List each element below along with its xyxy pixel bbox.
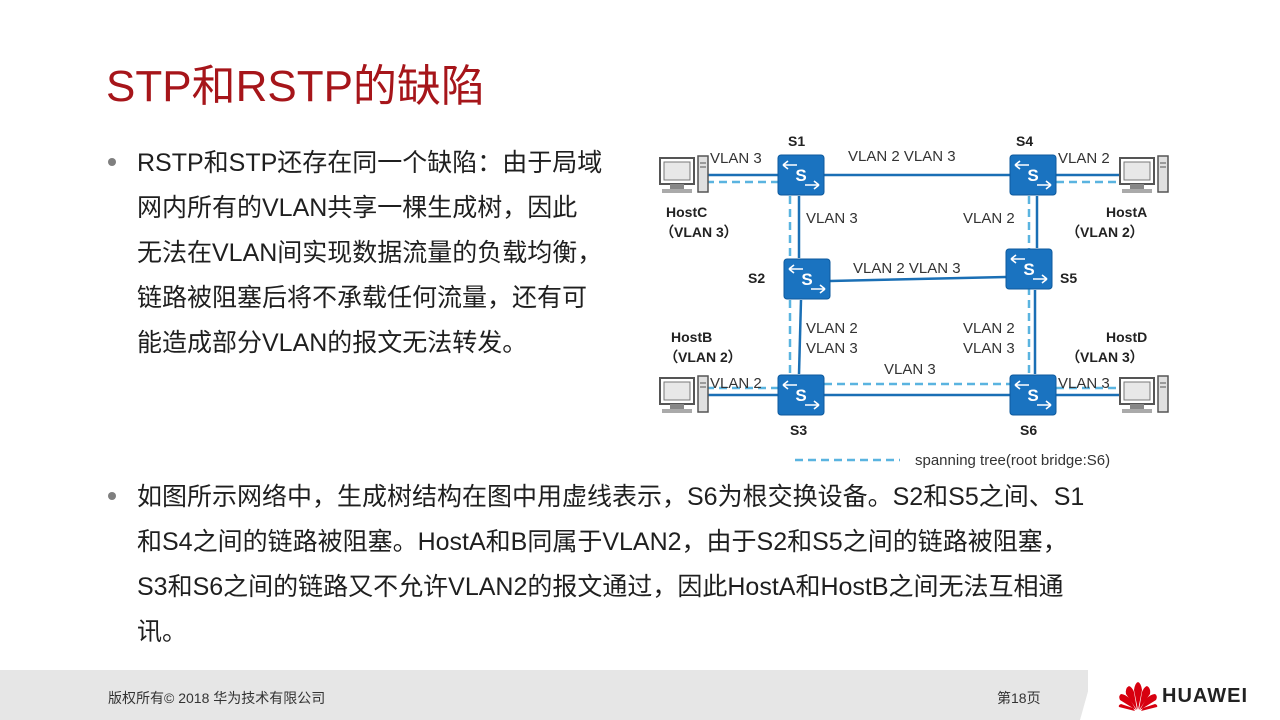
link-label: VLAN 3: [1058, 375, 1110, 392]
host-b-name: HostB: [671, 329, 712, 345]
copyright-text: 版权所有© 2018 华为技术有限公司: [108, 690, 326, 706]
bullet-line: 网内所有的VLAN共享一棵生成树，因此: [137, 194, 578, 222]
bullet-line: S3和S6之间的链路又不允许VLAN2的报文通过，因此HostA和HostB之间…: [137, 573, 1064, 601]
footer-bar: [0, 670, 1280, 720]
link-label: VLAN 3: [963, 340, 1015, 357]
host-a-vlan: （VLAN 2）: [1066, 224, 1144, 240]
host-d-icon: [1119, 375, 1169, 414]
host-d-name: HostD: [1106, 329, 1147, 345]
link-label: VLAN 2 VLAN 3: [848, 148, 956, 165]
switch-label-s6: S6: [1020, 422, 1037, 438]
bullet-line: RSTP和STP还存在同一个缺陷：由于局域: [137, 149, 603, 177]
link-label: VLAN 2: [710, 375, 762, 392]
switch-label-s2: S2: [748, 270, 765, 286]
bullet-dot: [108, 492, 116, 500]
switch-s5: S: [1005, 248, 1053, 290]
physical-links: [706, 173, 1120, 397]
link-label: VLAN 3: [884, 361, 936, 378]
bullet-dot: [108, 158, 116, 166]
bullet-paragraph-1: RSTP和STP还存在同一个缺陷：由于局域 网内所有的VLAN共享一棵生成树，因…: [137, 141, 647, 366]
bullet-line: 如图所示网络中，生成树结构在图中用虚线表示，S6为根交换设备。S2和S5之间、S…: [137, 483, 1085, 511]
switch-s6: S: [1009, 374, 1057, 416]
host-c-name: HostC: [666, 204, 707, 220]
switch-s1: S: [777, 154, 825, 196]
switch-label-s4: S4: [1016, 133, 1033, 149]
bullet-line: 无法在VLAN间实现数据流量的负载均衡，: [137, 239, 603, 267]
svg-text:S: S: [801, 270, 812, 289]
switch-label-s1: S1: [788, 133, 805, 149]
link-label: VLAN 3: [710, 150, 762, 167]
link-label: VLAN 3: [806, 340, 858, 357]
host-c-vlan: （VLAN 3）: [660, 224, 738, 240]
link-label: VLAN 2 VLAN 3: [853, 260, 961, 277]
link-label: VLAN 2: [806, 320, 858, 337]
bullet-paragraph-2: 如图所示网络中，生成树结构在图中用虚线表示，S6为根交换设备。S2和S5之间、S…: [137, 475, 1177, 655]
switch-s4: S: [1009, 154, 1057, 196]
huawei-wordmark: HUAWEI: [1162, 685, 1248, 707]
link-label: VLAN 3: [806, 210, 858, 227]
host-b-vlan: （VLAN 2）: [664, 349, 742, 365]
page-number: 第18页: [997, 690, 1041, 706]
host-d-vlan: （VLAN 3）: [1066, 349, 1144, 365]
bullet-line: 和S4之间的链路被阻塞。HostA和B同属于VLAN2，由于S2和S5之间的链路…: [137, 528, 1068, 556]
link-label: VLAN 2: [963, 210, 1015, 227]
switch-label-s3: S3: [790, 422, 807, 438]
bullet-line: 链路被阻塞后将不承载任何流量，还有可: [137, 284, 588, 312]
huawei-logo-icon: [1118, 682, 1158, 711]
page-title: STP和RSTP的缺陷: [106, 62, 485, 111]
bullet-line: 讯。: [137, 618, 188, 646]
svg-text:S: S: [1023, 260, 1034, 279]
host-a-icon: [1119, 155, 1169, 194]
svg-text:S: S: [795, 386, 806, 405]
link-label: VLAN 2: [1058, 150, 1110, 167]
svg-text:S: S: [1027, 166, 1038, 185]
spanning-tree-links: [706, 180, 1120, 390]
host-b-icon: [659, 375, 709, 414]
link-label: VLAN 2: [963, 320, 1015, 337]
legend-label: spanning tree(root bridge:S6): [915, 452, 1110, 469]
host-a-name: HostA: [1106, 204, 1147, 220]
svg-text:S: S: [795, 166, 806, 185]
switch-s2: S: [783, 258, 831, 300]
switch-s3: S: [777, 374, 825, 416]
bullet-line: 能造成部分VLAN的报文无法转发。: [137, 329, 528, 357]
host-c-icon: [659, 155, 709, 194]
svg-text:S: S: [1027, 386, 1038, 405]
switch-label-s5: S5: [1060, 270, 1077, 286]
